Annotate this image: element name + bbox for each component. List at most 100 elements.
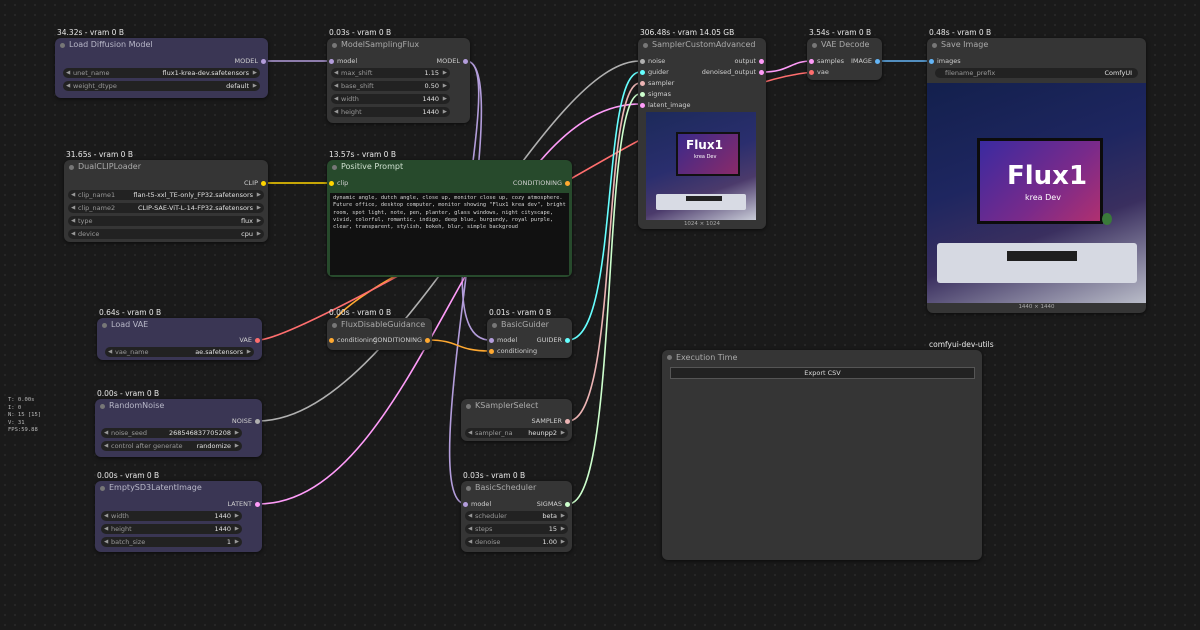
- input-sigmas[interactable]: sigmas: [638, 89, 671, 99]
- output-noise[interactable]: NOISE: [232, 416, 262, 426]
- collapse-dot-icon[interactable]: [667, 355, 672, 360]
- node-sampler-custom-advanced[interactable]: SamplerCustomAdvanced noise output guide…: [638, 38, 766, 229]
- node-title[interactable]: BasicScheduler: [461, 481, 572, 495]
- prompt-textarea[interactable]: dynamic angle, dutch angle, close up, mo…: [330, 193, 569, 275]
- node-timing: 0.00s - vram 0 B: [97, 389, 160, 398]
- node-title[interactable]: Load VAE: [97, 318, 262, 332]
- collapse-dot-icon[interactable]: [332, 43, 337, 48]
- node-title[interactable]: KSamplerSelect: [461, 399, 572, 413]
- node-basic-guider[interactable]: BasicGuider model GUIDER conditioning: [487, 318, 572, 358]
- input-clip[interactable]: clip: [327, 178, 348, 188]
- input-model[interactable]: model: [327, 56, 357, 66]
- output-model[interactable]: MODEL: [437, 56, 470, 66]
- collapse-dot-icon[interactable]: [102, 323, 107, 328]
- output-sampler[interactable]: SAMPLER: [532, 416, 572, 426]
- node-title[interactable]: ModelSamplingFlux: [327, 38, 470, 52]
- collapse-dot-icon[interactable]: [643, 43, 648, 48]
- node-timing: 0.48s - vram 0 B: [929, 28, 992, 37]
- collapse-dot-icon[interactable]: [492, 323, 497, 328]
- node-title[interactable]: Positive Prompt: [327, 160, 572, 174]
- output-guider[interactable]: GUIDER: [537, 335, 572, 345]
- input-model[interactable]: model: [461, 499, 491, 509]
- node-execution-time[interactable]: Execution Time Export CSV: [662, 350, 982, 560]
- collapse-dot-icon[interactable]: [100, 404, 105, 409]
- node-title[interactable]: BasicGuider: [487, 318, 572, 332]
- collapse-dot-icon[interactable]: [466, 404, 471, 409]
- output-conditioning[interactable]: CONDITIONING: [513, 178, 572, 188]
- collapse-dot-icon[interactable]: [332, 165, 337, 170]
- input-model[interactable]: model: [487, 335, 517, 345]
- input-conditioning[interactable]: conditioning: [327, 335, 377, 345]
- output-latent[interactable]: LATENT: [227, 499, 262, 509]
- node-title[interactable]: DualCLIPLoader: [64, 160, 268, 174]
- node-title[interactable]: Execution Time: [662, 350, 982, 366]
- collapse-dot-icon[interactable]: [332, 323, 337, 328]
- collapse-dot-icon[interactable]: [100, 486, 105, 491]
- node-title[interactable]: RandomNoise: [95, 399, 262, 413]
- output-vae[interactable]: VAE: [239, 335, 262, 345]
- node-title[interactable]: Save Image: [927, 38, 1146, 52]
- node-positive-prompt[interactable]: Positive Prompt clip CONDITIONING dynami…: [327, 160, 572, 277]
- collapse-dot-icon[interactable]: [812, 43, 817, 48]
- node-vae-decode[interactable]: VAE Decode samples IMAGE vae: [807, 38, 882, 80]
- node-title[interactable]: FluxDisableGuidance: [327, 318, 432, 332]
- output-image[interactable]: IMAGE: [851, 56, 882, 66]
- input-samples[interactable]: samples: [807, 56, 844, 66]
- input-guider[interactable]: guider: [638, 67, 669, 77]
- input-conditioning[interactable]: conditioning: [487, 346, 537, 356]
- node-flux-disable-guidance[interactable]: FluxDisableGuidance conditioning CONDITI…: [327, 318, 432, 350]
- output-model[interactable]: MODEL: [235, 56, 268, 66]
- collapse-dot-icon[interactable]: [69, 165, 74, 170]
- node-model-sampling-flux[interactable]: ModelSamplingFlux model MODEL ◀max_shift…: [327, 38, 470, 123]
- output-conditioning[interactable]: CONDITIONING: [373, 335, 432, 345]
- output-clip[interactable]: CLIP: [244, 178, 268, 188]
- output-output[interactable]: output: [735, 56, 766, 66]
- saved-image-preview[interactable]: Flux1 krea Dev: [927, 83, 1146, 303]
- input-sampler[interactable]: sampler: [638, 78, 674, 88]
- input-vae[interactable]: vae: [807, 67, 829, 77]
- output-sigmas[interactable]: SIGMAS: [537, 499, 572, 509]
- input-images[interactable]: images: [927, 56, 961, 66]
- node-title[interactable]: VAE Decode: [807, 38, 882, 52]
- node-title[interactable]: SamplerCustomAdvanced: [638, 38, 766, 52]
- node-title[interactable]: EmptySD3LatentImage: [95, 481, 262, 495]
- output-denoised[interactable]: denoised_output: [702, 67, 766, 77]
- preview-image[interactable]: Flux1 krea Dev: [646, 112, 756, 220]
- input-latent-image[interactable]: latent_image: [638, 100, 691, 110]
- collapse-dot-icon[interactable]: [466, 486, 471, 491]
- collapse-dot-icon[interactable]: [932, 43, 937, 48]
- export-csv-button[interactable]: Export CSV: [670, 367, 975, 379]
- node-title[interactable]: Load Diffusion Model: [55, 38, 268, 52]
- collapse-dot-icon[interactable]: [60, 43, 65, 48]
- input-noise[interactable]: noise: [638, 56, 665, 66]
